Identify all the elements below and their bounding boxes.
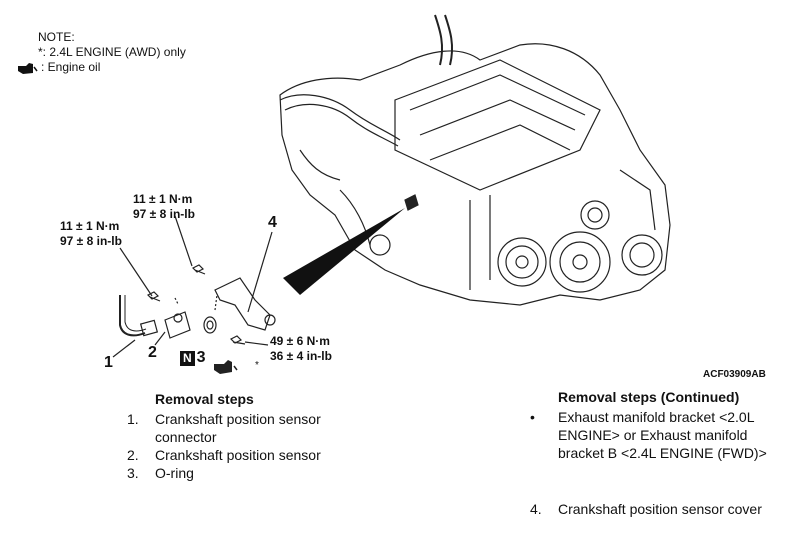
removal-step: 3. O-ring [127,464,387,482]
step-text: Crankshaft position sensor cover [558,501,762,517]
callout-1: 1 [104,354,113,371]
torque-left: 11 ± 1 N·m 97 ± 8 in-lb [60,219,122,249]
callout-4: 4 [268,214,277,231]
step-num: 2. [127,447,139,463]
figure-reference: ACF03909AB [703,369,766,380]
pulley-3 [621,234,663,276]
step-text: Crankshaft position sensor [155,447,321,463]
removal-step: 1. Crankshaft position sensor connector [127,410,387,446]
note-oil-line: : Engine oil [41,60,101,74]
crank-sensor [164,311,191,339]
removal-steps-heading: Removal steps [155,391,254,407]
step-text: O-ring [155,465,194,481]
removal-step: 4. Crankshaft position sensor cover [530,500,790,518]
bolt-left [146,291,161,302]
note-block: NOTE: *: 2.4L ENGINE (AWD) only : Engine… [18,30,186,75]
removal-step: 2. Crankshaft position sensor [127,446,387,464]
step-num: 3. [127,465,139,481]
pulley-4 [580,200,610,230]
bolt-upper [191,264,206,275]
torque-lower-inlb: 36 ± 4 in-lb [270,349,332,363]
removal-step: • Exhaust manifold bracket <2.0L ENGINE> … [530,408,790,462]
step-num: 1. [127,411,139,427]
note-title: NOTE: [38,30,75,44]
callout-2: 2 [148,344,157,361]
step-text: Crankshaft position sensor connector [155,411,321,445]
step-num: • [530,409,535,425]
engine-oil-icon [18,62,38,74]
callout-3-group: N 3 [180,349,206,367]
pulley-2 [549,231,611,293]
removal-steps: Removal steps 1. Crankshaft position sens… [127,390,387,482]
torque-left-inlb: 97 ± 8 in-lb [60,234,122,248]
engine-block [279,43,671,306]
sensor-cover [214,277,271,331]
o-ring [203,316,217,334]
callout-3: 3 [196,349,206,366]
bolt-lower [229,335,246,345]
step-text: Exhaust manifold bracket <2.0L ENGINE> o… [558,409,767,461]
engine-oil-icon-fig [214,360,238,374]
star-mark: * [255,360,259,371]
removal-steps-continued-heading: Removal steps (Continued) [558,389,740,405]
step-num: 4. [530,501,542,517]
pulley-1 [497,237,547,287]
torque-upper-inlb: 97 ± 8 in-lb [133,207,195,221]
view-pointer [283,208,405,295]
torque-upper: 11 ± 1 N·m 97 ± 8 in-lb [133,192,195,222]
non-reusable-badge: N [180,350,195,366]
connector-harness [119,295,146,337]
torque-lower: 49 ± 6 N·m 36 ± 4 in-lb [270,334,332,364]
removal-steps-continued: Removal steps (Continued) • Exhaust manif… [530,388,790,518]
torque-upper-nm: 11 ± 1 N·m [133,192,193,206]
note-star-line: *: 2.4L ENGINE (AWD) only [38,45,186,59]
torque-left-nm: 11 ± 1 N·m [60,219,120,233]
torque-lower-nm: 49 ± 6 N·m [270,334,330,348]
